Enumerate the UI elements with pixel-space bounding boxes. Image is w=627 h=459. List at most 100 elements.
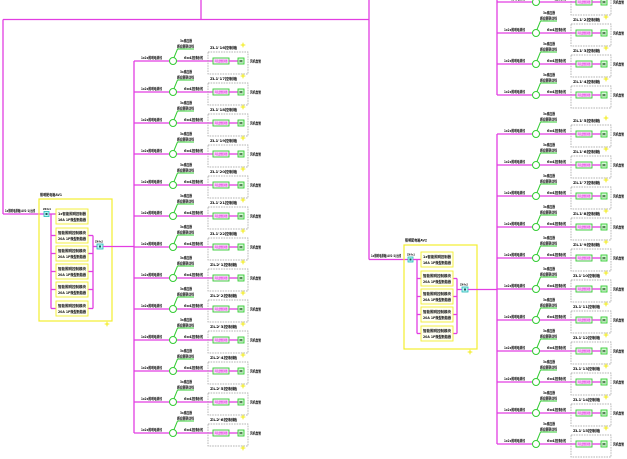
control-box-enclosure: [207, 330, 249, 354]
control-box-label: ZL1'17控制箱: [210, 76, 237, 81]
module-box: [420, 288, 454, 305]
controller-label: 风机盘管控制器: [578, 0, 592, 4]
sensor-label: 3x感应器: [543, 297, 555, 302]
cable-label: 1x2x照明电源线: [504, 438, 525, 443]
marker-star-icon: [104, 321, 110, 327]
sensor-label: 3x感应器: [180, 131, 192, 136]
sensor-label: 3x感应器: [543, 72, 555, 77]
control-box-enclosure: [207, 113, 249, 137]
load-label: 风机盘管: [613, 194, 624, 199]
sensor-label: 3x感应器: [543, 173, 555, 178]
marker-star-icon: [240, 197, 246, 203]
controller-label: 风机盘管控制器: [215, 337, 229, 342]
load-label: 风机盘管: [613, 62, 624, 67]
control-box-enclosure: [207, 206, 249, 230]
module-box: [420, 251, 454, 268]
motor-symbol: M: [602, 0, 606, 4]
marker-star-icon: [603, 301, 609, 307]
sensor-link-line: [173, 327, 194, 337]
control-box-enclosure: [570, 23, 612, 47]
controller-label: 风机盘管控制器: [215, 58, 229, 63]
control-box-label: ZL1'15控制箱: [573, 428, 600, 433]
marker-star-icon: [603, 146, 609, 152]
controller-label: 风机盘管控制器: [578, 286, 592, 291]
controller-label: 风机盘管控制器: [215, 368, 229, 373]
load-label: 风机盘管: [250, 183, 261, 188]
control-box-enclosure: [207, 423, 249, 447]
load-label: 风机盘管: [613, 31, 624, 36]
motor-icon: [237, 398, 245, 406]
sensor-link-line: [536, 152, 557, 162]
motor-symbol: M: [239, 59, 243, 63]
cable-label: 1x2x照明电源线: [141, 396, 162, 401]
module-box: [55, 208, 89, 225]
load-label: 风机盘管: [250, 307, 261, 312]
sensor-link-label: 感应器联动线: [177, 261, 194, 266]
sensor-junction-icon: [532, 378, 540, 386]
controller-label: 风机盘管控制器: [578, 92, 592, 97]
sensor-junction-icon: [532, 347, 540, 355]
control-box-enclosure: [207, 361, 249, 385]
control-cable-label: 6x4控制线: [184, 272, 203, 277]
branch-circuit: 1x2x照明电源线3x感应器感应器联动线6x4控制线ZL1'7控制箱风机盘管控制…: [497, 173, 624, 210]
motor-icon: [600, 316, 608, 324]
module-label-line1: 1x智能照明控制器: [423, 254, 451, 259]
control-cable-label: 6x4控制线: [184, 148, 203, 153]
control-cable-label: 6x4控制线: [547, 190, 566, 195]
control-box-enclosure: [570, 248, 612, 272]
motor-symbol: M: [602, 380, 606, 384]
control-box-label: ZL1'10控制箱: [573, 273, 600, 278]
sensor-junction-icon: [169, 398, 177, 406]
control-box-label: ZL1'16控制箱: [210, 45, 237, 50]
motor-icon: [237, 57, 245, 65]
branch-circuit: 1x2x照明电源线3x感应器感应器联动线6x4控制线ZL1'11控制箱风机盘管控…: [497, 297, 624, 334]
sensor-junction-icon: [169, 119, 177, 127]
controller-label: 风机盘管控制器: [578, 441, 592, 446]
module-label-line1: 智能照明控制模块: [422, 328, 451, 333]
load-label: 风机盘管: [613, 225, 624, 230]
control-box-label: ZL2'6控制箱: [210, 417, 237, 422]
motor-symbol: M: [239, 276, 243, 280]
sensor-label: 3x感应器: [543, 390, 555, 395]
sensor-link-label: 感应器联动线: [540, 396, 557, 401]
module-box: [420, 270, 454, 287]
control-cable-label: 6x4控制线: [547, 58, 566, 63]
motor-symbol: M: [602, 225, 606, 229]
control-box-enclosure: [207, 51, 249, 75]
control-box-label: ZL1'13控制箱: [573, 366, 600, 371]
sensor-link-line: [536, 183, 557, 193]
control-cable-label: 6x4控制线: [184, 179, 203, 184]
cable-label: 1x2x照明电源线: [141, 210, 162, 215]
controller-label: 风机盘管控制器: [215, 182, 229, 187]
marker-star-icon: [240, 352, 246, 358]
motor-symbol: M: [602, 256, 606, 260]
cable-label: 1x2x照明电源线: [504, 159, 525, 164]
motor-symbol: M: [239, 183, 243, 187]
branch-circuit: 1x2x照明电源线3x感应器感应器联动线6x4控制线ZL1'15控制箱风机盘管控…: [497, 421, 624, 458]
marker-star-icon: [603, 425, 609, 431]
controller-label: 风机盘管控制器: [578, 193, 592, 198]
controller-label: 风机盘管控制器: [215, 399, 229, 404]
marker-star-icon: [240, 42, 246, 48]
cable-label: 1x2x照明电源线: [504, 407, 525, 412]
sensor-junction-icon: [532, 254, 540, 262]
branch-circuit: 1x2x照明电源线3x感应器感应器联动线6x4控制线ZL1'9控制箱风机盘管控制…: [497, 235, 624, 272]
load-label: 风机盘管: [250, 276, 261, 281]
marker-star-icon: [603, 115, 609, 121]
control-box-enclosure: [570, 434, 612, 458]
controller-label: 风机盘管控制器: [578, 61, 592, 66]
control-box-label: ZL1'11控制箱: [573, 304, 600, 309]
load-label: 风机盘管: [613, 93, 624, 98]
control-cable-label: 6x4控制线: [184, 396, 203, 401]
marker-star-icon: [240, 321, 246, 327]
branch-circuit: 1x2x照明电源线3x感应器感应器联动线6x4控制线ZL1'1控制箱风机盘管控制…: [497, 0, 624, 16]
motor-icon: [600, 254, 608, 262]
module-label-line2: 20A 1P微型断路器: [58, 309, 86, 314]
sensor-label: 3x感应器: [180, 193, 192, 198]
sensor-junction-icon: [532, 130, 540, 138]
sensor-link-label: 感应器联动线: [540, 16, 557, 21]
load-label: 风机盘管: [613, 411, 624, 416]
